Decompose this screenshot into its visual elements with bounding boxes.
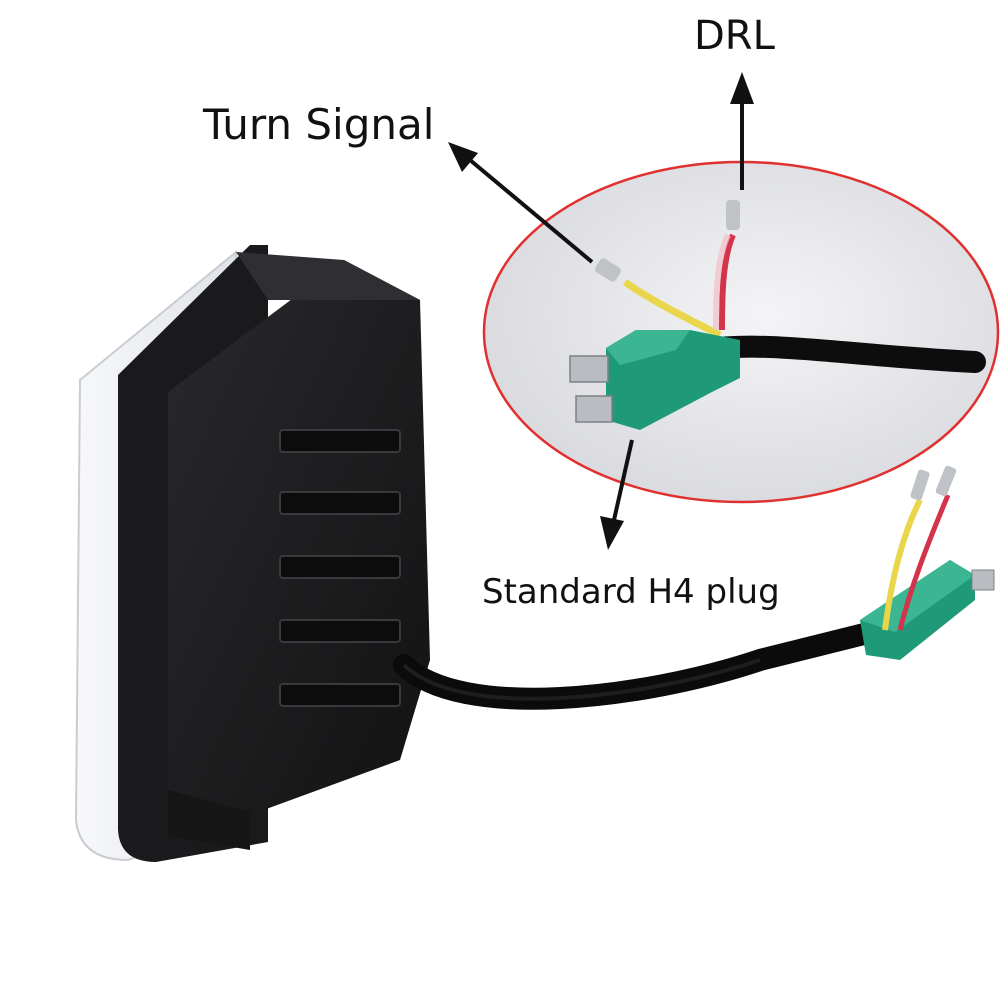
wire-red: [897, 494, 951, 631]
inset-blade-2: [575, 395, 613, 423]
inset-wire-yellow: [622, 279, 722, 339]
wire-yellow: [882, 498, 923, 631]
h4-plug: [860, 465, 995, 660]
terminal-red: [935, 465, 957, 497]
inset-wire-red: [719, 233, 736, 331]
inset-terminal-turn: [595, 258, 621, 282]
annotation-arrows: [448, 72, 754, 550]
inset-terminal-drl: [726, 200, 740, 230]
headlight: [74, 245, 430, 862]
inset-blade-1: [569, 355, 609, 383]
headlight-housing: [168, 260, 430, 815]
label-turn-signal: Turn Signal: [203, 100, 435, 149]
inset-closeup: [482, 160, 1000, 504]
cooling-fins: [279, 429, 401, 707]
arrow-h4-plug: [612, 439, 634, 521]
inset-ellipse-outline: [482, 160, 1000, 504]
label-drl: DRL: [694, 13, 775, 59]
arrow-turn-signal: [468, 158, 594, 264]
label-h4-plug: Standard H4 plug: [482, 572, 780, 612]
terminal-yellow: [910, 469, 930, 501]
